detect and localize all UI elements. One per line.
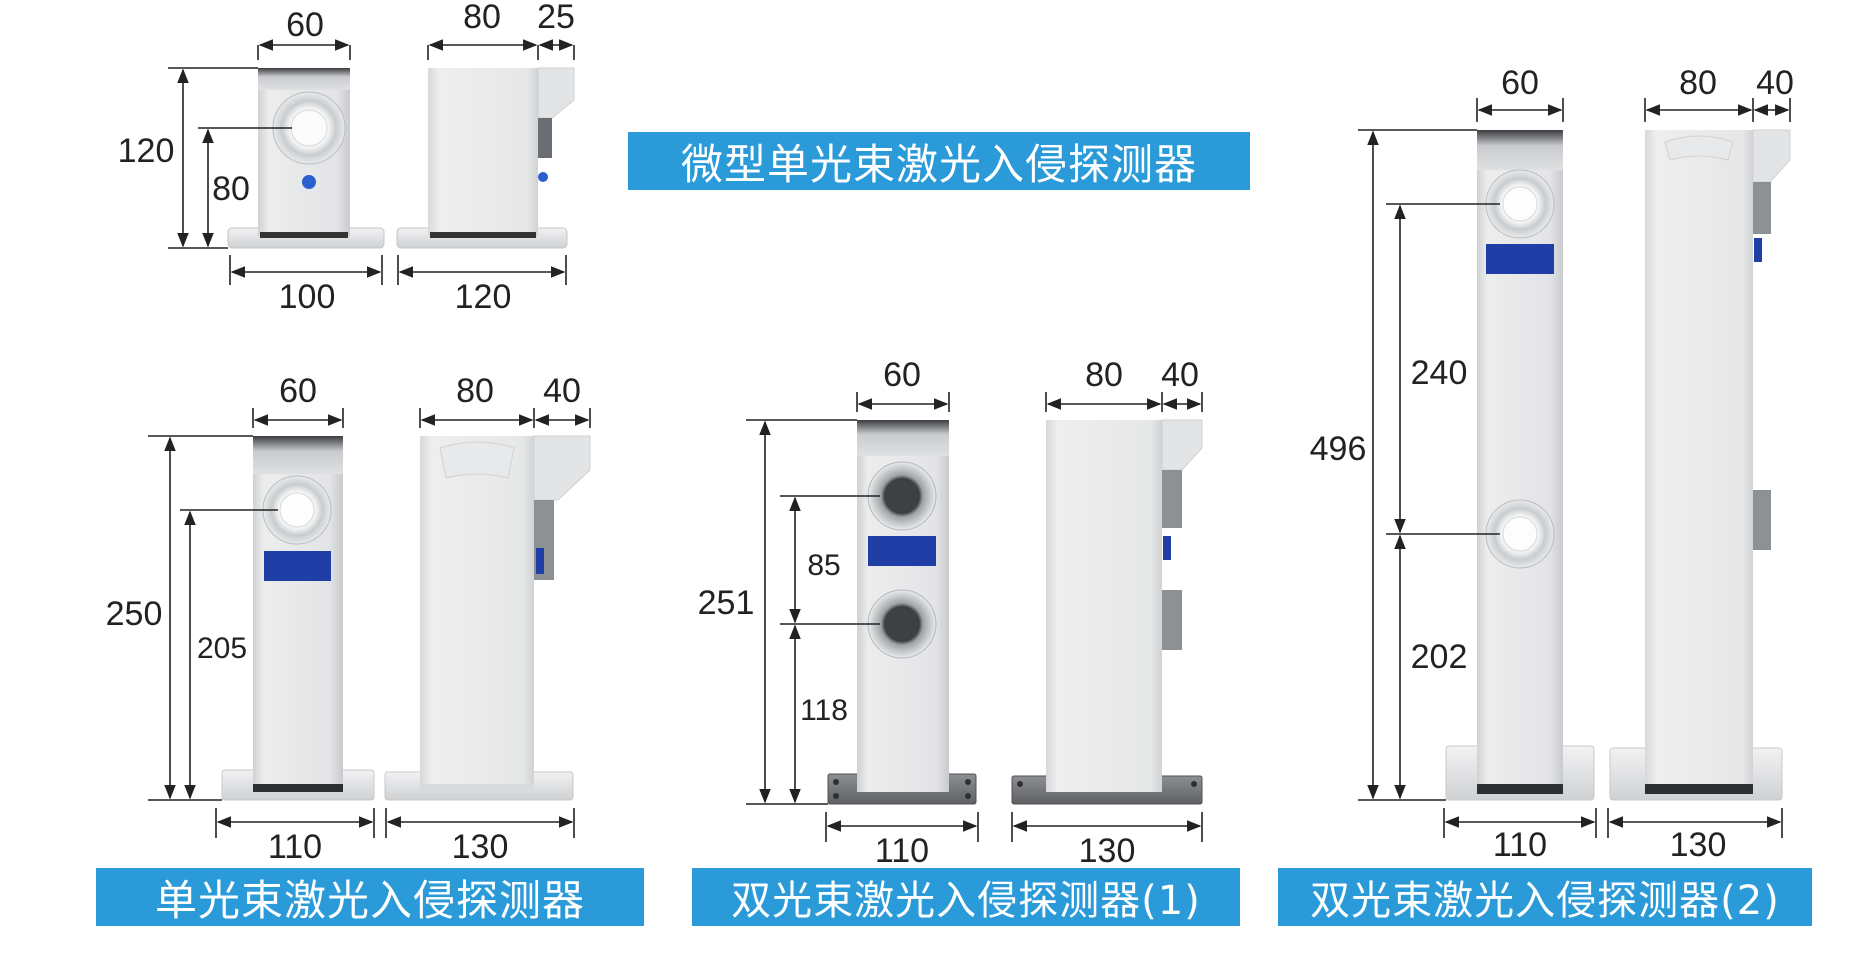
micro-height: 120 xyxy=(118,132,175,170)
dual2-spacing: 240 xyxy=(1411,354,1468,392)
dual2-dimension-lines xyxy=(1358,98,1791,838)
micro-side-lens: 25 xyxy=(537,0,575,36)
dual2-front-width: 60 xyxy=(1501,64,1539,102)
dual1-side-view xyxy=(1011,419,1203,805)
dual1-lower-lens: 118 xyxy=(800,694,848,727)
title-banner-dual2: 双光束激光入侵探测器(2) xyxy=(1278,868,1812,926)
single-side-view xyxy=(384,435,591,801)
micro-front-width: 60 xyxy=(286,6,324,44)
single-side-depth: 80 xyxy=(456,372,494,410)
micro-dimension-labels: 60 80 25 120 80 100 120 xyxy=(118,0,575,316)
micro-dimension-lines xyxy=(168,39,575,285)
dual1-dimension-labels: 60 80 40 251 85 118 110 130 xyxy=(698,356,1199,870)
dual2-dimension-labels: 60 80 40 496 240 202 110 130 xyxy=(1310,64,1794,864)
title-banner-single: 单光束激光入侵探测器 xyxy=(96,868,644,926)
dual2-base-front: 110 xyxy=(1493,826,1547,864)
dual2-side-depth: 80 xyxy=(1679,64,1717,102)
single-front-view xyxy=(221,436,375,801)
title-banner-dual1: 双光束激光入侵探测器(1) xyxy=(692,868,1240,926)
dual1-front-view xyxy=(827,420,977,805)
dual1-spacing: 85 xyxy=(807,549,840,582)
micro-front-view xyxy=(227,68,385,249)
dual1-base-front: 110 xyxy=(875,832,929,870)
single-front-width: 60 xyxy=(279,372,317,410)
dual1-side-lens: 40 xyxy=(1161,356,1199,394)
title-text-single: 单光束激光入侵探测器 xyxy=(154,875,585,925)
single-height: 250 xyxy=(106,595,163,633)
micro-lens-height: 80 xyxy=(212,170,250,208)
micro-base-side: 120 xyxy=(455,278,512,316)
title-text-micro-single: 微型单光束激光入侵探测器 xyxy=(680,139,1197,189)
single-dimension-lines xyxy=(148,408,591,838)
title-banner-micro-single: 微型单光束激光入侵探测器 xyxy=(628,132,1250,190)
dual2-side-lens: 40 xyxy=(1756,64,1794,102)
dual1-front-width: 60 xyxy=(883,356,921,394)
single-dimension-labels: 60 80 40 250 205 110 130 xyxy=(106,372,581,866)
title-text-dual2: 双光束激光入侵探测器(2) xyxy=(1310,878,1780,924)
dual1-height: 251 xyxy=(698,584,755,622)
title-text-dual1: 双光束激光入侵探测器(1) xyxy=(731,878,1201,924)
single-base-side: 130 xyxy=(452,828,509,866)
single-side-lens: 40 xyxy=(543,372,581,410)
dual1-base-side: 130 xyxy=(1079,832,1136,870)
dual2-front-view xyxy=(1445,130,1595,801)
micro-side-depth: 80 xyxy=(463,0,501,36)
dual1-side-depth: 80 xyxy=(1085,356,1123,394)
micro-side-view xyxy=(396,67,575,249)
dual2-base-side: 130 xyxy=(1670,826,1727,864)
micro-base-front: 100 xyxy=(279,278,336,316)
dual1-dimension-lines xyxy=(746,392,1203,842)
single-base-front: 110 xyxy=(268,828,322,866)
dual2-height: 496 xyxy=(1310,430,1367,468)
dual2-side-view xyxy=(1609,129,1791,801)
single-lens-height: 205 xyxy=(197,632,247,665)
dual2-lower-lens: 202 xyxy=(1411,638,1468,676)
